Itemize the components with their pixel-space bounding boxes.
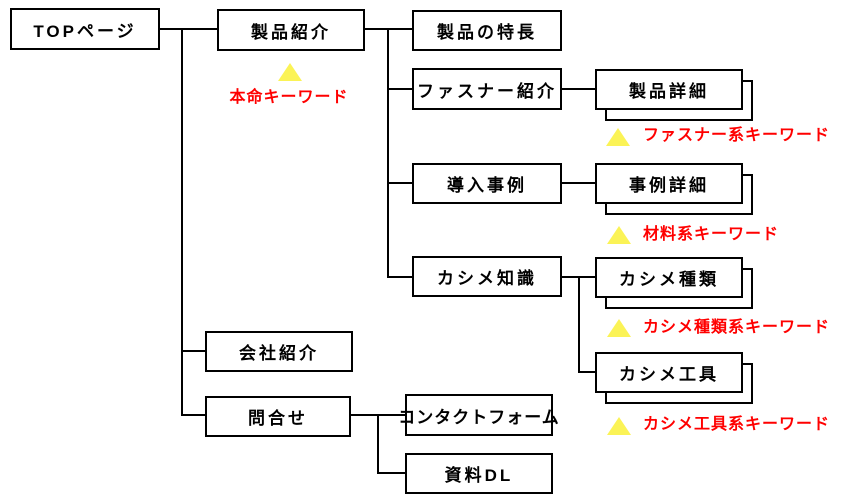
connector-line [181,28,183,416]
keyword-label-material: 材料系キーワード [643,226,780,243]
node-kashime-knowledge: カシメ知識 [412,256,562,297]
keyword-label-kashime-type: カシメ種類系キーワード [643,319,831,336]
connector-line [562,88,595,90]
node-case-studies: 導入事例 [412,163,562,204]
keyword-triangle-icon [606,128,630,146]
node-document-dl: 資料DL [405,453,553,494]
node-top-page: TOPページ [10,8,160,50]
node-case-detail: 事例詳細 [595,163,743,204]
connector-line [387,88,412,90]
node-company-intro: 会社紹介 [205,331,353,372]
node-contact: 問合せ [205,396,351,437]
node-kashime-tools: カシメ工具 [595,352,743,393]
keyword-label-fastener: ファスナー系キーワード [643,127,831,144]
keyword-triangle-icon [607,226,631,244]
connector-line [160,28,217,30]
node-product-intro: 製品紹介 [217,9,365,51]
keyword-triangle-icon [278,63,302,81]
connector-line [578,276,580,373]
connector-line [387,182,412,184]
connector-line [578,371,595,373]
keyword-triangle-icon [607,417,631,435]
connector-line [387,276,412,278]
connector-line [387,28,389,278]
connector-line [377,472,405,474]
keyword-label-main: 本命キーワード [229,89,349,106]
connector-line [181,350,205,352]
connector-line [181,414,205,416]
keyword-label-kashime-tool: カシメ工具系キーワード [643,416,831,433]
node-product-features: 製品の特長 [412,10,562,51]
keyword-triangle-icon [607,319,631,337]
node-product-detail: 製品詳細 [595,69,743,110]
connector-line [377,414,379,474]
node-contact-form: コンタクトフォーム [398,394,559,436]
node-fastener-intro: ファスナー紹介 [412,68,562,110]
node-kashime-types: カシメ種類 [595,257,743,298]
connector-line [562,182,595,184]
